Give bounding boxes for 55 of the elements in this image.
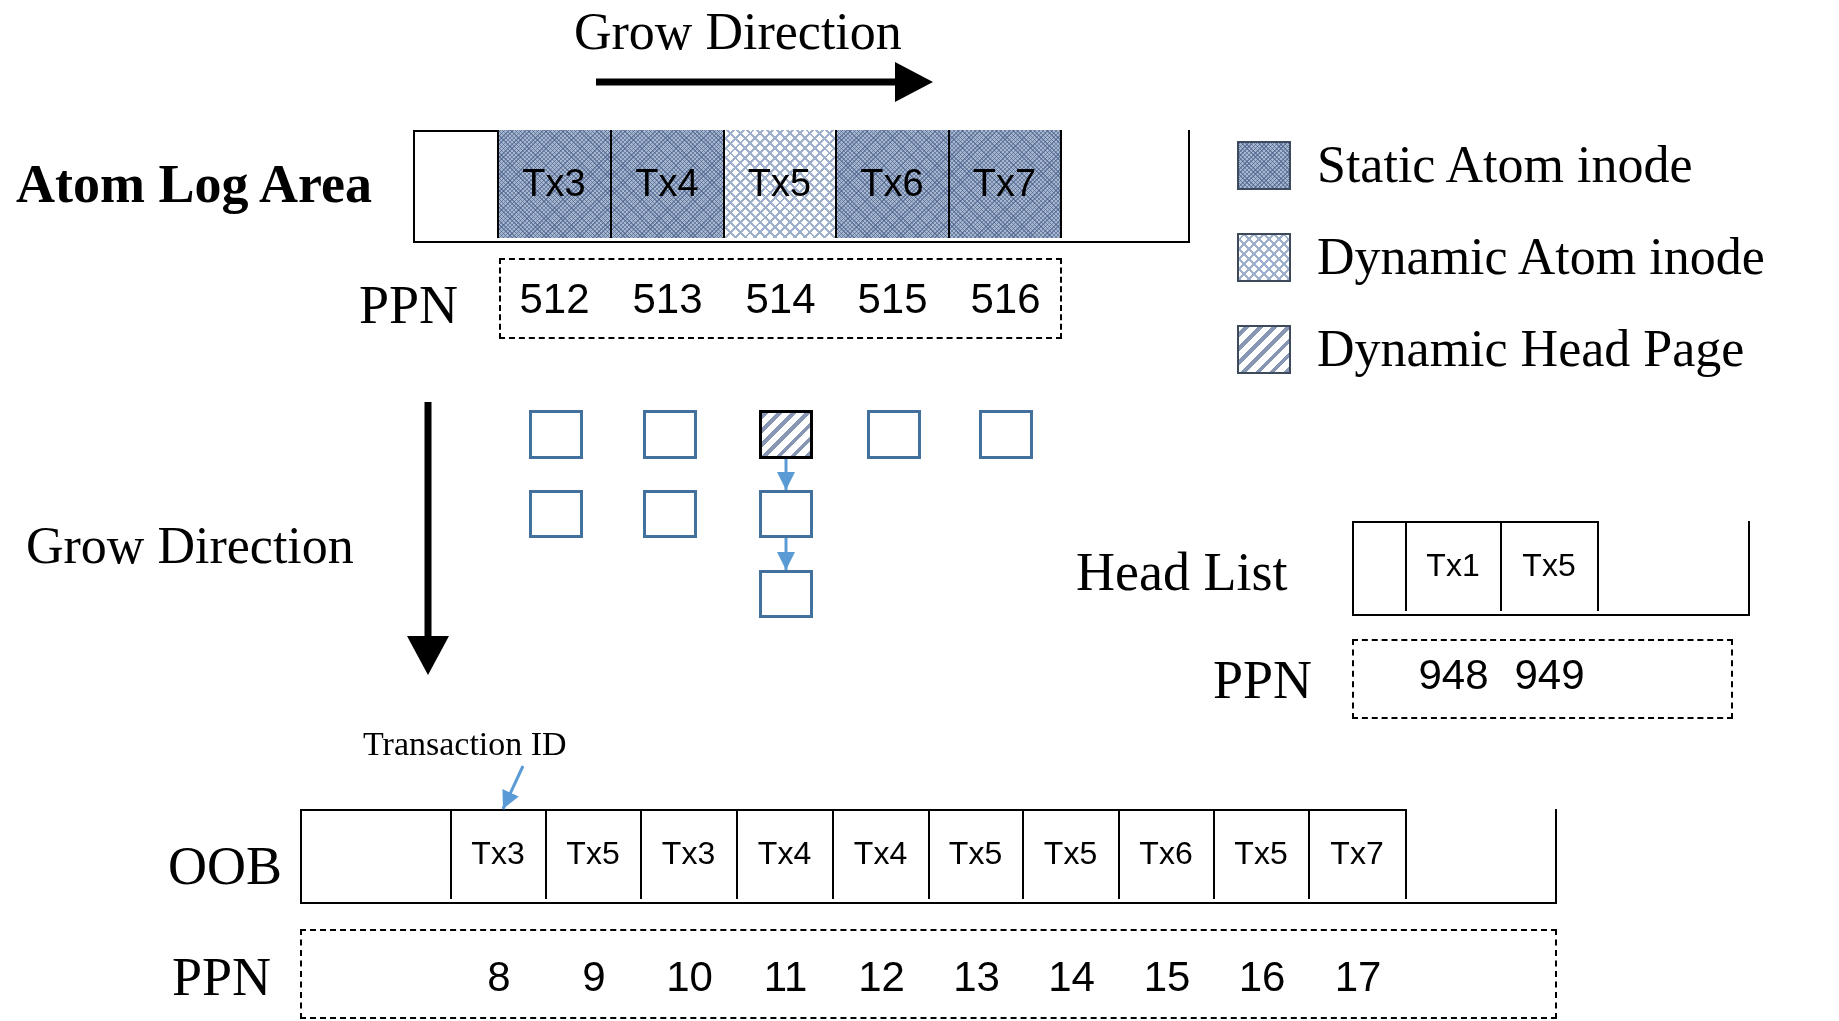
ppn-number: 8 [487,955,511,998]
slot: Tx7 [949,129,1062,238]
direction-label: Grow Direction [574,6,902,58]
slot: Tx3 [451,808,547,899]
page-square [867,410,921,459]
legend-text: Static Atom inode [1317,139,1693,191]
slot: Tx1 [1406,520,1502,611]
legend-text: Dynamic Head Page [1317,323,1745,375]
ppn-number: 16 [1238,955,1286,998]
ppn-number: 514 [745,277,816,320]
row-heading: PPN [359,277,459,332]
page-square [643,410,697,459]
ppn-number: 10 [666,955,713,998]
slot: Tx6 [836,129,950,238]
direction-label: Grow Direction [26,520,354,572]
ppn-number: 948 [1418,653,1489,696]
slot: Tx3 [498,129,612,238]
slot: Tx4 [611,129,725,238]
slot: Tx5 [546,808,642,899]
ppn-number: 516 [970,277,1041,320]
page-square [529,490,583,538]
slot: Tx6 [1119,808,1215,899]
ppn-number: 14 [1048,955,1095,998]
page-square [643,490,697,538]
legend-text: Dynamic Atom inode [1317,231,1765,283]
arrow [777,459,795,490]
page-square [979,410,1033,459]
arrow [777,538,795,570]
slot: Tx5 [724,129,837,238]
ppn-number: 515 [857,277,928,320]
leader-line [501,765,525,810]
ppn-number: 11 [763,955,808,998]
head-page-square [759,410,813,459]
ppn-number: 17 [1334,955,1382,998]
slot: Tx3 [641,808,738,899]
ppn-number: 12 [858,955,905,998]
ppn-number: 512 [519,277,590,320]
row-heading: PPN [1213,652,1313,707]
row-heading: Head List [1076,544,1288,599]
ppn-number: 13 [953,955,1000,998]
page-square [759,490,813,538]
callout-text: Transaction ID [363,722,625,766]
ppn-number: 513 [632,277,703,320]
ppn-number: 9 [582,955,606,998]
row-heading: PPN [172,949,272,1004]
slot: Tx4 [833,808,930,899]
slot: Tx4 [737,808,834,899]
row-heading: OOB [168,838,282,893]
page-square [759,570,813,618]
page-square [529,410,583,459]
slot: Tx5 [929,808,1024,899]
slot: Tx5 [1023,808,1120,899]
ppn-number: 15 [1143,955,1191,998]
ppn-number: 949 [1514,653,1585,696]
slot: Tx5 [1214,808,1310,899]
